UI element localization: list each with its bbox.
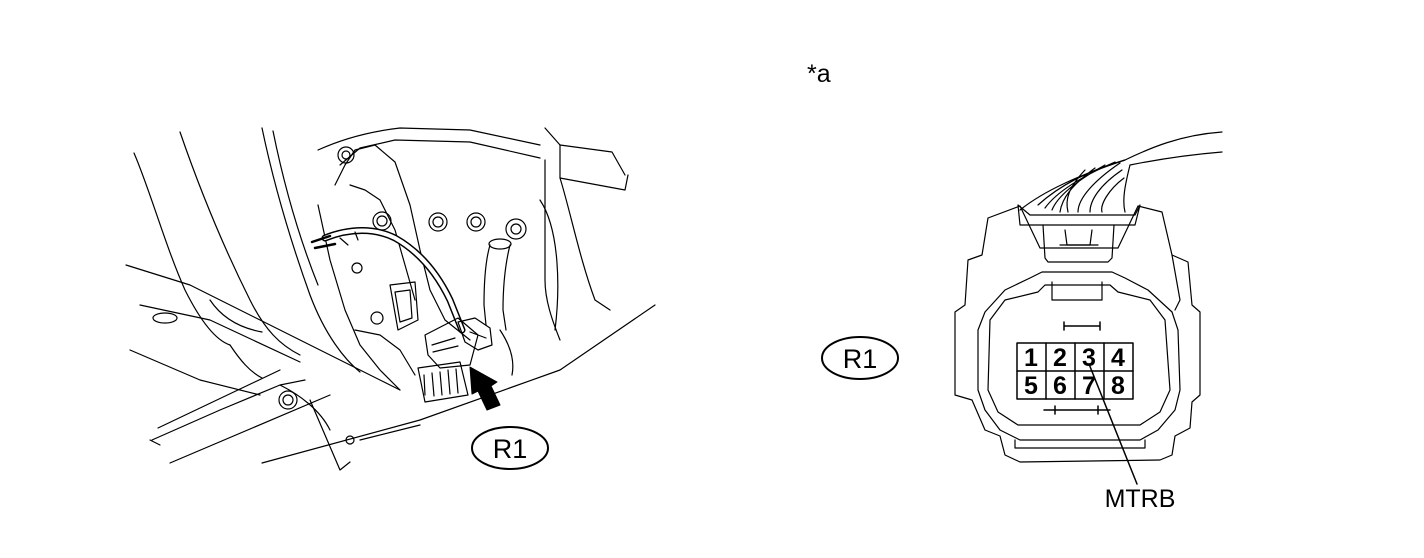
- pin-1: 1: [1024, 344, 1038, 372]
- pin-8: 8: [1111, 372, 1125, 400]
- connector-label-left: R1: [493, 434, 528, 464]
- pin-6: 6: [1053, 372, 1067, 400]
- pin-5: 5: [1024, 372, 1038, 400]
- insertion-arrow-icon: [469, 366, 501, 411]
- vehicle-body-illustration: [125, 127, 656, 471]
- pin-3: 3: [1082, 344, 1096, 372]
- pin-4: 4: [1111, 344, 1125, 372]
- connector-pins: 1 2 3 4 5 6 7 8: [1024, 344, 1125, 400]
- terminal-leader-line: [1088, 363, 1138, 485]
- terminal-label-mtrb: MTRB: [1105, 485, 1176, 513]
- marker-a-label: *a: [807, 60, 831, 88]
- connector-front-view: [954, 131, 1223, 485]
- connector-callout-left: R1: [471, 426, 549, 470]
- connector-callout-right: R1: [821, 336, 899, 380]
- connector-label-right: R1: [843, 344, 878, 374]
- pin-2: 2: [1053, 344, 1067, 372]
- pin-7: 7: [1082, 372, 1096, 400]
